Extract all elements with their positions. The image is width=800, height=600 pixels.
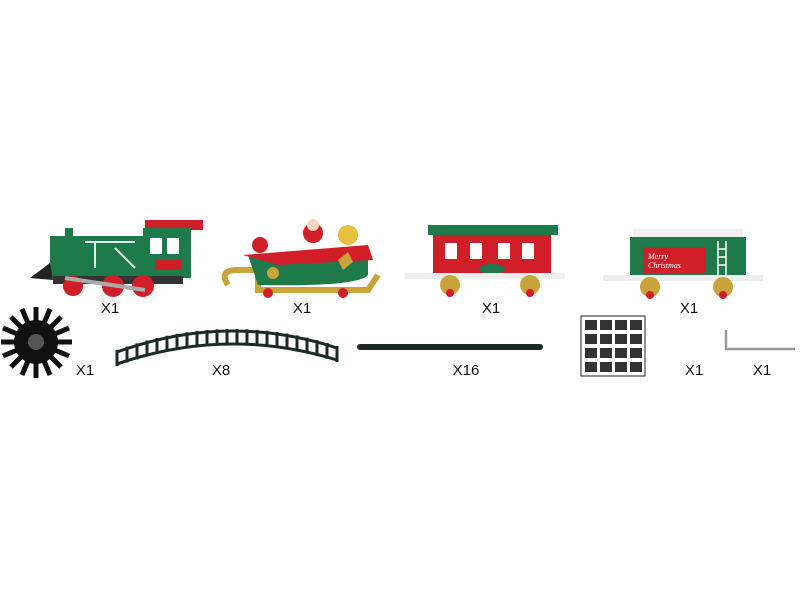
locomotive-quantity: X1 [100, 300, 120, 317]
connector-clip [600, 348, 612, 358]
connector-clip [600, 362, 612, 372]
connector-clip [600, 334, 612, 344]
connector-clip [585, 362, 597, 372]
curved-track [112, 320, 344, 368]
connector-clip [630, 334, 642, 344]
connector-clip [585, 320, 597, 330]
santa-sleigh [218, 215, 388, 300]
connector-clip [630, 362, 642, 372]
connector-clip [615, 348, 627, 358]
connector-clip [630, 348, 642, 358]
connector-clips-sheet [580, 315, 646, 377]
connector-clip [630, 320, 642, 330]
locomotive [25, 218, 205, 298]
curved-track-quantity: X8 [211, 362, 231, 379]
track-connector-wheel [0, 305, 75, 380]
connector-clip [615, 362, 627, 372]
passenger-car [400, 225, 570, 297]
tender-car: Merry Christmas [598, 227, 768, 299]
hex-key [723, 329, 798, 353]
tender-car-quantity: X1 [679, 300, 699, 317]
straight-rod-quantity: X16 [452, 362, 480, 379]
hex-key-quantity: X1 [752, 362, 772, 379]
svg-text:Christmas: Christmas [648, 261, 681, 270]
connector-wheel-quantity: X1 [75, 362, 95, 379]
connector-clip [585, 334, 597, 344]
straight-rod [357, 344, 543, 350]
merry-christmas-banner: Merry [647, 252, 668, 261]
connector-clip [615, 334, 627, 344]
sleigh-quantity: X1 [292, 300, 312, 317]
connector-clip [600, 320, 612, 330]
connector-clip [585, 348, 597, 358]
clips-sheet-quantity: X1 [684, 362, 704, 379]
connector-clip [615, 320, 627, 330]
passenger-car-quantity: X1 [481, 300, 501, 317]
